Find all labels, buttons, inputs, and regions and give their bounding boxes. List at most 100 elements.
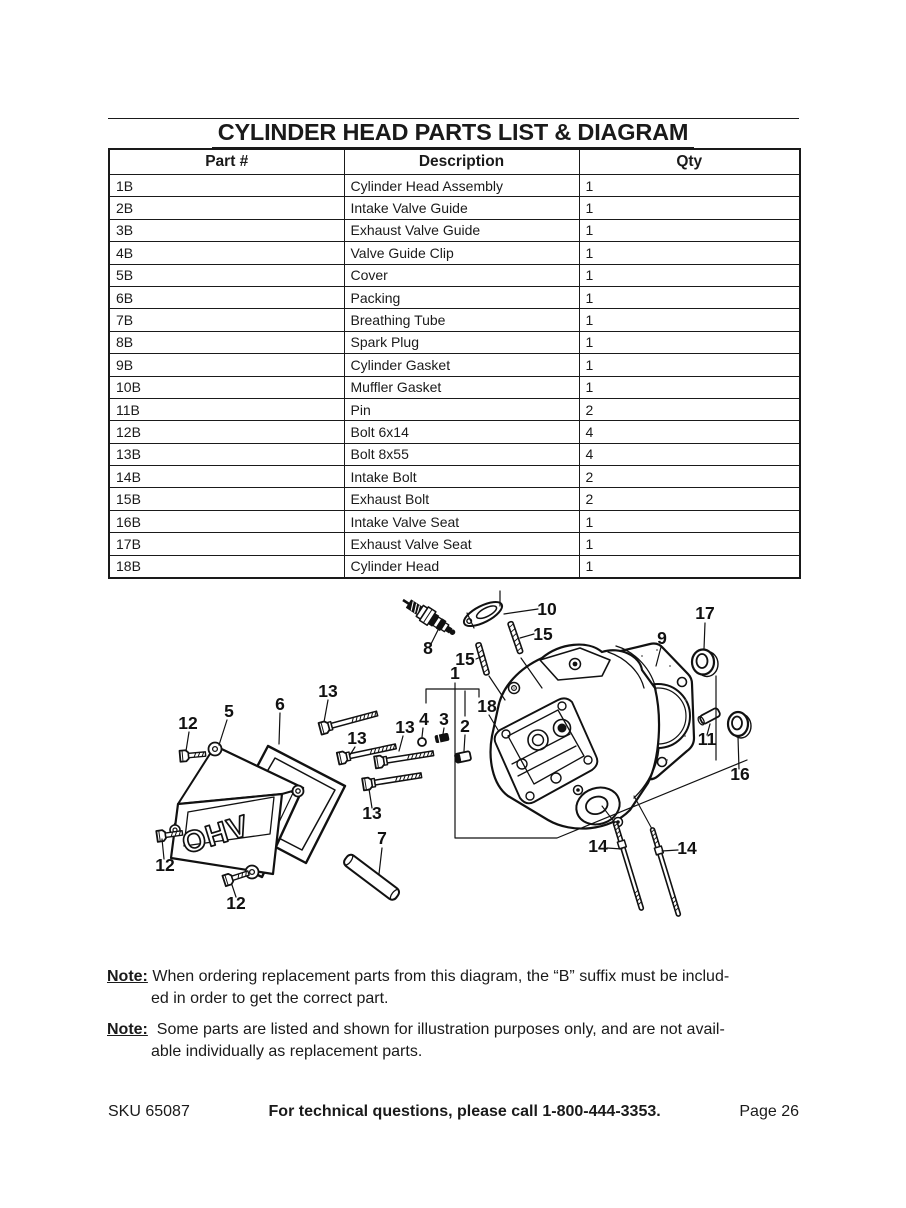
table-cell: 2 xyxy=(578,487,801,511)
callout-16: 16 xyxy=(730,764,750,784)
cylinder-head-drawing xyxy=(489,643,661,830)
page-title-text: CYLINDER HEAD PARTS LIST & DIAGRAM xyxy=(211,119,695,149)
table-cell: 1 xyxy=(578,218,801,243)
callout-3: 3 xyxy=(439,709,449,729)
table-cell: 1 xyxy=(578,285,801,310)
callout-14: 14 xyxy=(588,836,608,856)
note-label: Note: xyxy=(107,968,148,985)
callout-11: 11 xyxy=(698,729,717,749)
table-cell: Bolt 6x14 xyxy=(343,420,580,444)
table-cell: 9B xyxy=(108,353,345,377)
page-footer: SKU 65087 For technical questions, pleas… xyxy=(108,1103,799,1121)
bolt-8x55-drawing xyxy=(361,768,424,792)
table-cell: 12B xyxy=(108,420,345,444)
callout-10: 10 xyxy=(537,599,557,619)
callout-18: 18 xyxy=(477,696,497,716)
pin-drawing xyxy=(697,707,721,726)
table-cell: Cylinder Head xyxy=(343,554,580,579)
leader-lines xyxy=(161,590,748,898)
table-cell: Exhaust Valve Seat xyxy=(343,532,580,556)
muffler-gasket-drawing xyxy=(462,600,504,628)
table-cell: 1 xyxy=(578,353,801,377)
callout-6: 6 xyxy=(275,694,285,714)
table-cell: 1 xyxy=(578,330,801,355)
callout-14: 14 xyxy=(677,838,697,858)
table-cell: 1 xyxy=(578,308,801,332)
top-rule xyxy=(108,118,799,119)
table-cell: 6B xyxy=(108,285,345,310)
table-cell: 4B xyxy=(108,241,345,265)
callout-9: 9 xyxy=(657,628,667,648)
note-text: able individually as replacement parts. xyxy=(151,1042,423,1060)
callout-12: 12 xyxy=(155,855,175,875)
table-cell: Muffler Gasket xyxy=(343,375,580,399)
table-cell: 8B xyxy=(108,330,345,355)
table-cell: Breathing Tube xyxy=(343,308,580,332)
footer-sku: SKU 65087 xyxy=(108,1103,190,1120)
table-cell: Exhaust Bolt xyxy=(343,487,580,511)
table-cell: 2 xyxy=(578,397,801,422)
table-cell: 11B xyxy=(108,397,345,422)
table-cell: 1B xyxy=(108,173,345,198)
valve-cover-drawing: OHV xyxy=(168,741,305,880)
table-cell: 2 xyxy=(578,465,801,489)
table-cell: Intake Valve Seat xyxy=(343,509,580,534)
page-title: CYLINDER HEAD PARTS LIST & DIAGRAM xyxy=(0,119,906,149)
note-text: When ordering replacement parts from thi… xyxy=(152,968,730,985)
spark-plug-drawing xyxy=(402,598,456,635)
table-cell: Exhaust Valve Guide xyxy=(343,218,580,243)
footer-support-line: For technical questions, please call 1-8… xyxy=(268,1103,661,1120)
table-cell: 1 xyxy=(578,196,801,220)
table-cell: 5B xyxy=(108,263,345,287)
table-cell: 13B xyxy=(108,442,345,467)
footer-page-number: Page 26 xyxy=(739,1103,799,1120)
table-cell: Intake Valve Guide xyxy=(343,196,580,220)
note-illustration: Note: Some parts are listed and shown fo… xyxy=(107,1019,851,1063)
parts-diagram: OHV xyxy=(155,590,752,918)
note-line: Note: When ordering replacement parts fr… xyxy=(107,966,851,988)
note-line: Note: Some parts are listed and shown fo… xyxy=(107,1019,851,1041)
table-cell: 18B xyxy=(108,554,345,579)
callout-15: 15 xyxy=(533,624,553,644)
callout-5: 5 xyxy=(224,701,234,721)
table-cell: 1 xyxy=(578,263,801,287)
bolt-6x14-drawing xyxy=(178,747,207,763)
table-header-row: Part # Description Qty xyxy=(108,148,801,175)
table-cell: 14B xyxy=(108,465,345,489)
table-cell: Bolt 8x55 xyxy=(343,442,580,467)
exhaust-valve-seat-drawing xyxy=(690,648,719,678)
table-cell: 15B xyxy=(108,487,345,511)
col-header-description: Description xyxy=(343,148,580,175)
table-cell: 1 xyxy=(578,241,801,265)
table-cell: Packing xyxy=(343,285,580,310)
table-cell: 1 xyxy=(578,509,801,534)
intake-valve-seat-drawing xyxy=(726,710,752,739)
table-cell: Spark Plug xyxy=(343,330,580,355)
callout-13: 13 xyxy=(318,681,338,701)
table-cell: 17B xyxy=(108,532,345,556)
intake-bolt-drawing xyxy=(610,820,647,912)
table-cell: Cylinder Gasket xyxy=(343,353,580,377)
table-cell: Cylinder Head Assembly xyxy=(343,173,580,198)
table-cell: 4 xyxy=(578,442,801,467)
callout-8: 8 xyxy=(423,638,433,658)
table-cell: 3B xyxy=(108,218,345,243)
table-cell: 2B xyxy=(108,196,345,220)
table-cell: 1 xyxy=(578,554,801,579)
note-text: ed in order to get the correct part. xyxy=(151,989,389,1007)
table-cell: Cover xyxy=(343,263,580,287)
